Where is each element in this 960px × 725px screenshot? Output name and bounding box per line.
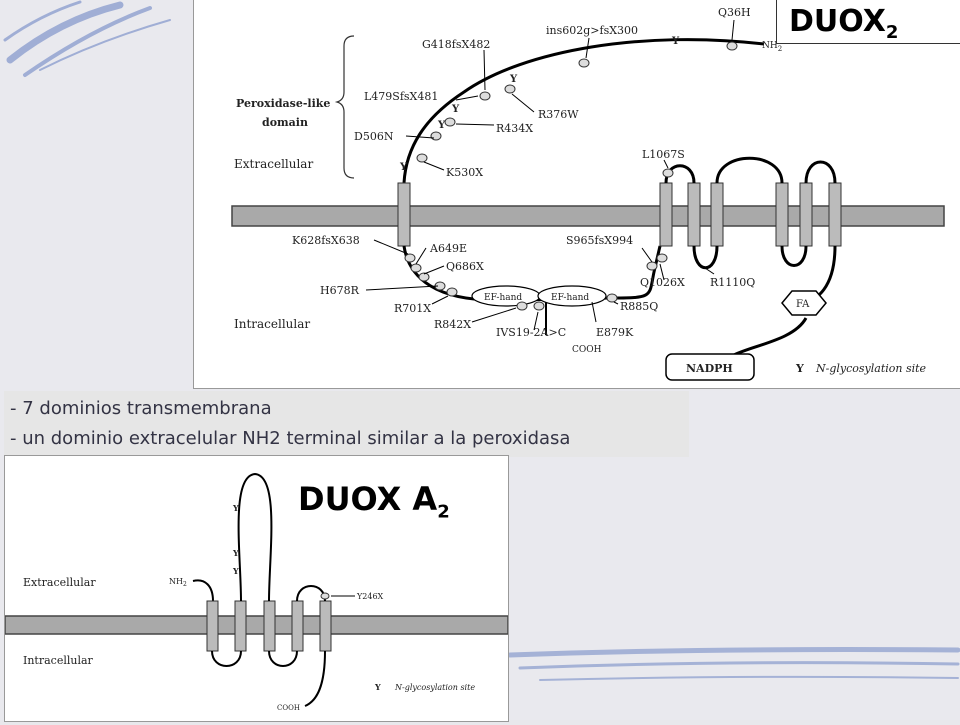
fa-hexagon xyxy=(781,290,827,316)
mut-y246x: Y246X xyxy=(356,592,384,601)
mut-k530x: K530X xyxy=(446,166,483,179)
mut-a649e: A649E xyxy=(429,242,467,255)
tm-loops xyxy=(211,472,326,707)
note-line-1: - 7 dominios transmembrana xyxy=(10,398,272,419)
svg-text:Y: Y xyxy=(399,162,408,173)
mut-q36h: Q36H xyxy=(718,6,751,19)
mut-r842x: R842X xyxy=(434,318,471,331)
nadph-label: NADPH xyxy=(686,362,733,375)
mut-r434x: R434X xyxy=(496,122,533,135)
glyco-legend-symbol: Y xyxy=(795,362,804,375)
svg-text:Y: Y xyxy=(232,503,239,513)
svg-text:Y: Y xyxy=(232,566,239,576)
tm-helix-2 xyxy=(234,600,247,652)
mut-h678r: H678R xyxy=(320,284,360,297)
tm-helix-2 xyxy=(659,182,673,247)
extracellular-label: Extracellular xyxy=(23,576,96,589)
tm-helix-5 xyxy=(319,600,332,652)
tm-loops xyxy=(664,156,837,357)
mut-q1026x: Q1026X xyxy=(640,276,685,289)
ef-hand-1-label: EF-hand xyxy=(484,293,522,303)
mut-r701x: R701X xyxy=(394,302,431,315)
duoxa2-title: DUOX A2 xyxy=(298,480,450,523)
domain-brace xyxy=(334,35,355,179)
glyco-legend-label: N-glycosylation site xyxy=(815,362,927,375)
tm-helix-1 xyxy=(397,182,411,247)
extracellular-chain xyxy=(402,38,765,184)
cooh-label: COOH xyxy=(277,704,300,712)
mut-ivs19: IVS19-2A>C xyxy=(496,326,566,339)
mut-q686x: Q686X xyxy=(446,260,484,273)
svg-text:Y: Y xyxy=(509,74,518,85)
mut-e879k: E879K xyxy=(596,326,634,339)
tm-helix-7 xyxy=(828,182,842,247)
mut-r376w: R376W xyxy=(538,108,579,121)
mut-k628: K628fsX638 xyxy=(292,234,360,247)
notes-box: - 7 dominios transmembrana - un dominio … xyxy=(4,391,689,457)
svg-text:Y: Y xyxy=(671,36,680,47)
ef-hand-2-label: EF-hand xyxy=(551,293,589,303)
mut-s965: S965fsX994 xyxy=(566,234,633,247)
svg-text:Y: Y xyxy=(437,120,446,131)
mutation-labels: Q36H ins602g>fsX300 G418fsX482 L479SfsX4… xyxy=(292,6,755,339)
mutation-site-y246x xyxy=(320,592,330,600)
duox2-diagram-panel: Peroxidase-like domain Extracellular Int… xyxy=(193,0,960,389)
nadph-box xyxy=(665,353,755,381)
duoxa2-diagram: Extracellular Intracellular NH2 Y246X Y … xyxy=(4,472,509,712)
duox2-diagram: Peroxidase-like domain Extracellular Int… xyxy=(231,6,945,381)
extracellular-label: Extracellular xyxy=(234,157,313,171)
tm-helix-4 xyxy=(291,600,304,652)
glycosylation-marks: Y Y Y xyxy=(232,503,239,576)
intracellular-label: Intracellular xyxy=(234,317,310,331)
nh2-label: NH2 xyxy=(169,577,187,588)
mut-d506n: D506N xyxy=(354,130,394,143)
membrane-bar xyxy=(4,615,509,635)
tm-helix-3 xyxy=(263,600,276,652)
cooh-label: COOH xyxy=(572,345,602,355)
nh2-label: NH2 xyxy=(762,41,782,53)
tm-helix-4 xyxy=(710,182,724,247)
nh2-tail xyxy=(192,579,214,602)
svg-text:Y: Y xyxy=(451,104,460,115)
glyco-legend-label: N-glycosylation site xyxy=(394,683,475,692)
glycosylation-marks: Y Y Y Y Y xyxy=(399,36,680,173)
tm-helix-6 xyxy=(799,182,813,247)
intracellular-label: Intracellular xyxy=(23,654,94,667)
domain-label-line1: Peroxidase-like xyxy=(236,97,330,110)
tm-helix-5 xyxy=(775,182,789,247)
tm-helix-3 xyxy=(687,182,701,247)
glyco-legend-symbol: Y xyxy=(374,682,381,692)
mut-r1110q: R1110Q xyxy=(710,276,755,289)
mut-l479: L479SfsX481 xyxy=(364,90,438,103)
brush-stroke-bottom xyxy=(507,647,960,681)
note-line-2: - un dominio extracelular NH2 terminal s… xyxy=(10,428,571,449)
mutation-arrows xyxy=(365,19,735,331)
mut-ins602: ins602g>fsX300 xyxy=(546,24,638,37)
mut-l1067s: L1067S xyxy=(642,148,685,161)
ef-hand-2 xyxy=(537,285,607,307)
tm-helix-1 xyxy=(206,600,219,652)
mut-g418: G418fsX482 xyxy=(422,38,490,51)
domain-label-line2: domain xyxy=(262,116,308,129)
svg-text:Y: Y xyxy=(232,548,239,558)
brush-stroke-decoration xyxy=(3,0,171,77)
duox2-title: DUOX2 xyxy=(776,0,960,44)
mut-r885q: R885Q xyxy=(620,300,658,313)
duoxa2-diagram-panel: Extracellular Intracellular NH2 Y246X Y … xyxy=(4,455,509,722)
fa-label: FA xyxy=(796,299,810,310)
